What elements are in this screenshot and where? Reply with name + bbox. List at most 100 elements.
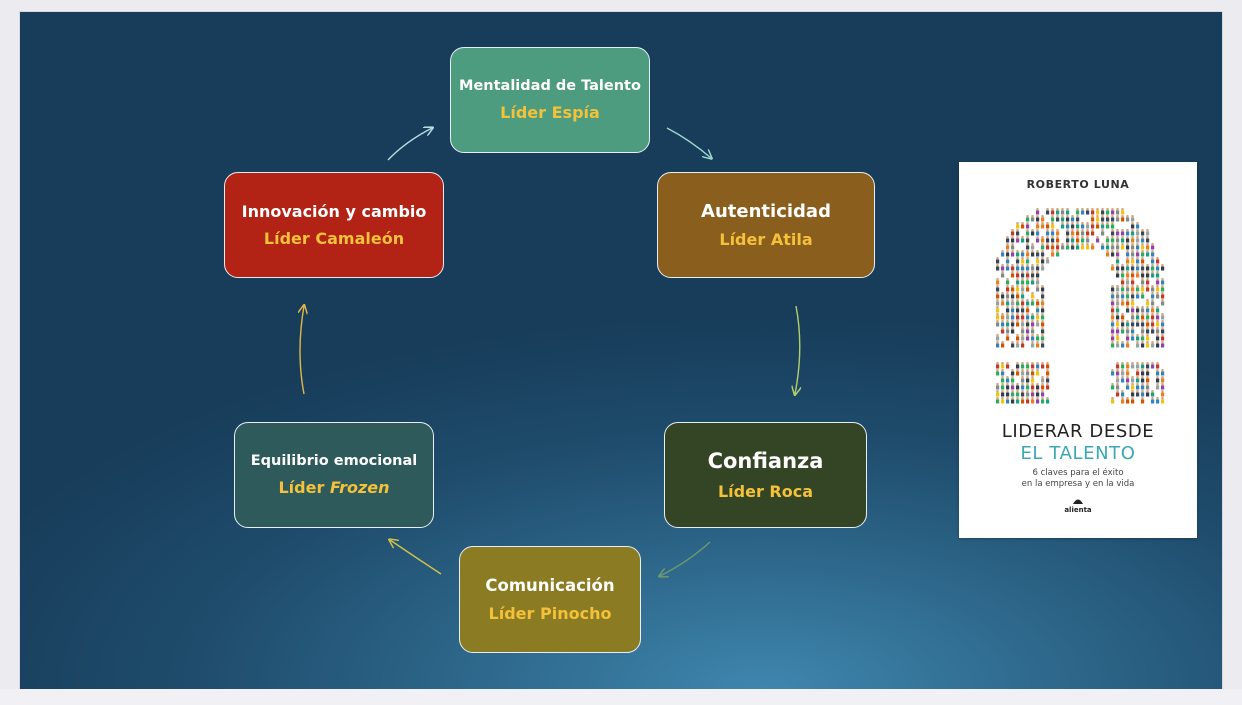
crowd-person-body [1046,399,1050,404]
crowd-person-head [1061,221,1064,225]
crowd-person-body [1101,231,1105,236]
crowd-person-body [1131,252,1135,257]
crowd-person-body [1136,252,1140,257]
crowd-person-head [1126,326,1129,330]
crowd-person-head [1146,319,1149,323]
crowd-person-body [1156,378,1160,383]
crowd-person-head [1126,382,1129,386]
crowd-person-body [1036,210,1040,215]
crowd-person-body [1116,392,1120,397]
crowd-person-body [1016,301,1020,306]
book-title-line-1: LIDERAR DESDE [1001,421,1155,442]
crowd-person-head [1026,256,1029,260]
crowd-person-body [1131,259,1135,264]
crowd-person-body [1076,231,1080,236]
crowd-person-body [1106,217,1110,222]
node-subtitle: Líder Pinocho [488,603,612,623]
crowd-person-body [1161,322,1165,327]
crowd-person-body [1136,224,1140,229]
crowd-person-head [1036,382,1039,386]
crowd-person-body [1151,322,1155,327]
crowd-person-body [1071,217,1075,222]
crowd-person-body [1026,224,1030,229]
crowd-person-body [1036,224,1040,229]
crowd-person-head [1141,389,1144,393]
crowd-person-body [1151,315,1155,320]
crowd-person-head [1156,333,1159,337]
crowd-person-head [1041,333,1044,337]
crowd-person-body [1011,273,1015,278]
crowd-person-head [1046,228,1049,232]
node-subtitle-emphasis: Frozen [329,478,390,498]
crowd-person-head [1161,291,1164,295]
crowd-person-head [1001,389,1004,393]
crowd-person-body [1111,371,1115,376]
crowd-person-head [1026,396,1029,400]
crowd-person-body [1126,259,1130,264]
crowd-person-body [1091,245,1095,250]
crowd-person-body [1026,266,1030,271]
crowd-person-head [1156,326,1159,330]
crowd-person-head [1041,214,1044,218]
crowd-person-body [1026,252,1030,257]
crowd-person-body [996,364,1000,369]
crowd-person-head [1156,361,1159,365]
crowd-person-body [1116,217,1120,222]
crowd-person-body [1061,224,1065,229]
crowd-person-body [1121,231,1125,236]
crowd-person-body [1011,343,1015,348]
crowd-person-body [1021,308,1025,313]
crowd-person-head [1131,361,1134,365]
crowd-person-body [1146,322,1150,327]
crowd-person-head [1021,221,1024,225]
slide: Mentalidad de Talento Líder Espía Autent… [20,12,1222,689]
crowd-person-head [1121,375,1124,379]
crowd-person-body [1141,322,1145,327]
crowd-person-body [1041,224,1045,229]
crowd-person-head [1146,382,1149,386]
crowd-person-body [1011,399,1015,404]
crowd-person-body [1011,329,1015,334]
crowd-person-head [1016,235,1019,239]
crowd-person-body [1016,315,1020,320]
crowd-person-body [1001,343,1005,348]
crowd-person-body [1131,266,1135,271]
crowd-person-body [1021,280,1025,285]
book-subtitle-line-2: en la empresa y en la vida [1021,479,1135,490]
crowd-person-body [1011,301,1015,306]
crowd-person-body [1036,217,1040,222]
crowd-person-body [1146,301,1150,306]
crowd-person-head [1006,305,1009,309]
crowd-person-head [1031,298,1034,302]
crowd-person-head [1031,228,1034,232]
crowd-person-head [1006,389,1009,393]
crowd-person-head [1001,375,1004,379]
crowd-person-head [1076,221,1079,225]
crowd-person-body [1126,378,1130,383]
crowd-person-head [1161,319,1164,323]
crowd-person-head [1086,242,1089,246]
crowd-person-head [1121,284,1124,288]
crowd-person-body [1146,273,1150,278]
crowd-person-head [1031,270,1034,274]
crowd-person-body [1001,315,1005,320]
crowd-person-head [1116,368,1119,372]
crowd-person-body [1096,238,1100,243]
crowd-person-head [1006,291,1009,295]
crowd-person-head [1141,249,1144,253]
crowd-person-head [1011,326,1014,330]
node-equilibrio-emocional: Equilibrio emocional Líder Frozen [234,422,434,528]
crowd-person-head [1006,396,1009,400]
crowd-person-head [1076,214,1079,218]
crowd-person-body [1011,392,1015,397]
crowd-person-body [1071,231,1075,236]
crowd-person-head [1161,263,1164,267]
crowd-person-body [1141,252,1145,257]
crowd-person-body [1026,231,1030,236]
crowd-person-body [1031,364,1035,369]
crowd-person-head [1111,291,1114,295]
crowd-person-body [996,385,1000,390]
crowd-person-body [1116,378,1120,383]
crowd-person-head [1036,361,1039,365]
crowd-person-head [1116,382,1119,386]
